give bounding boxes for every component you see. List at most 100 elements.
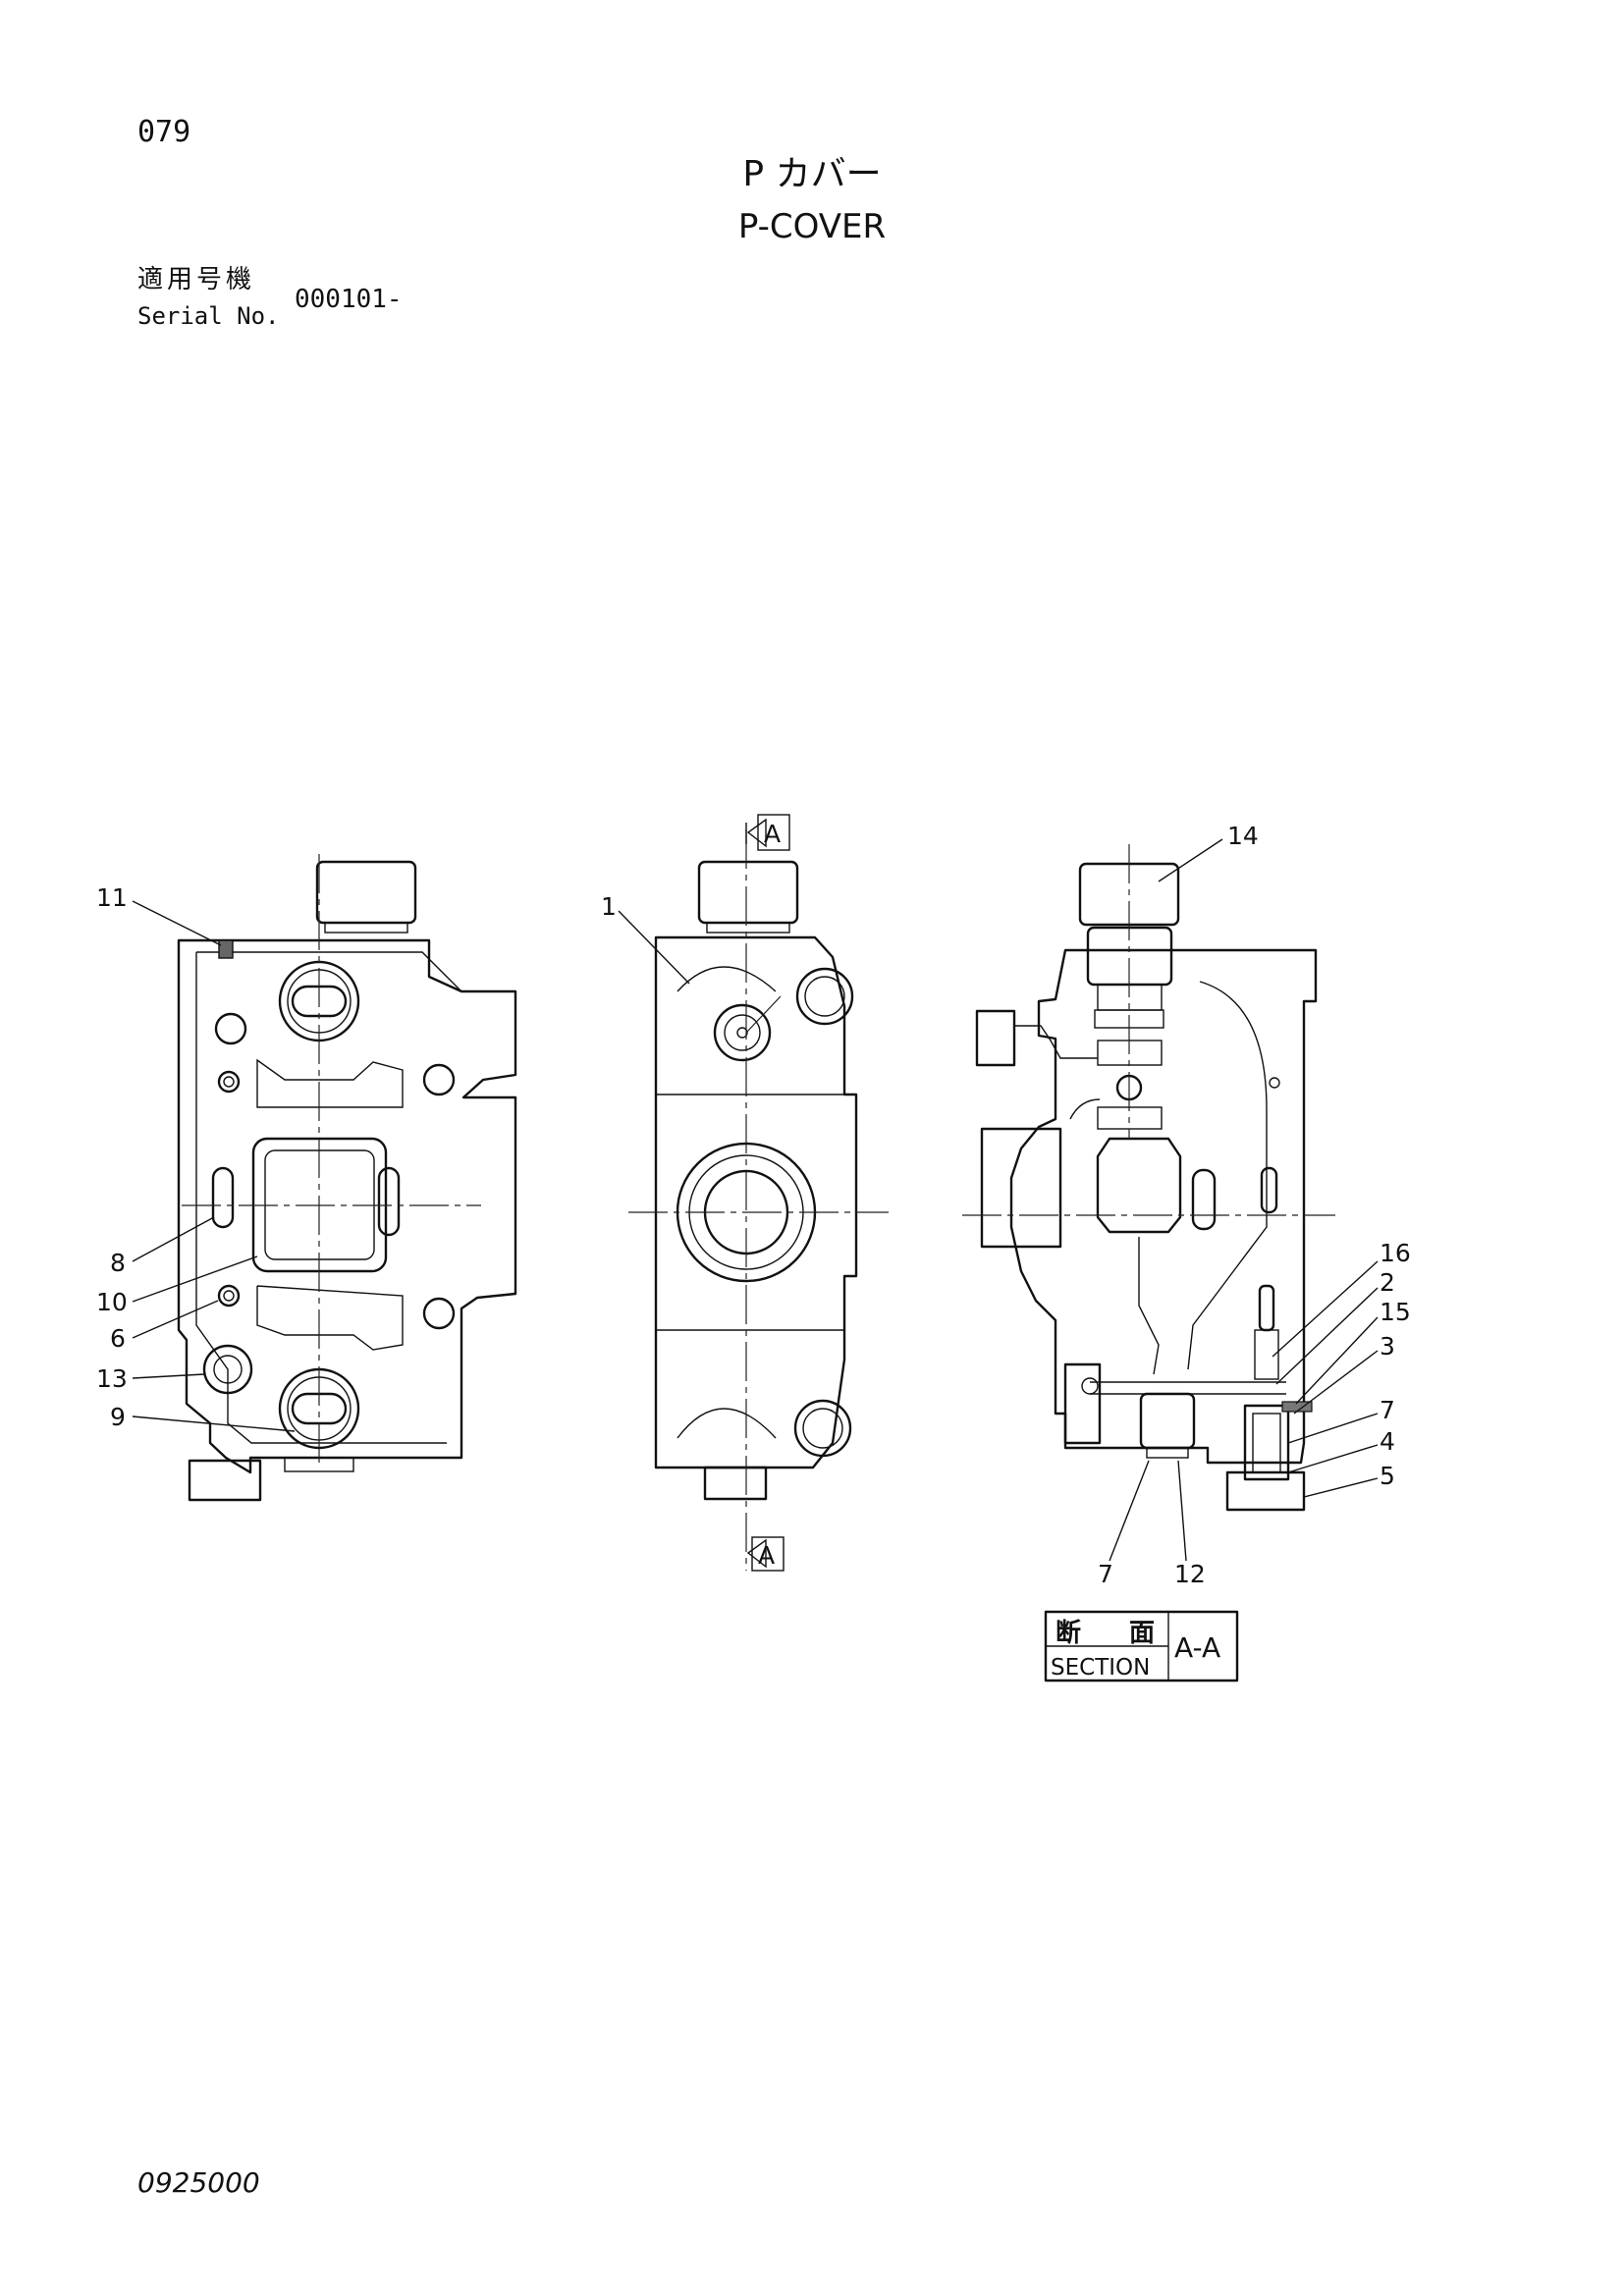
section-title-jp-1: 断 xyxy=(1056,1618,1081,1648)
left-hole-13 xyxy=(202,1344,253,1395)
section-mark-bottom-box xyxy=(751,1536,785,1572)
callout-1: 1 xyxy=(601,892,617,921)
leader-12 xyxy=(1177,1460,1187,1562)
left-hole-small-top xyxy=(217,1070,241,1094)
leader-7-bottom xyxy=(1109,1460,1150,1562)
callout-9: 9 xyxy=(110,1403,126,1431)
section-main-spool xyxy=(1096,1137,1182,1234)
section-title-box: 断 面 SECTION A-A xyxy=(1044,1610,1239,1682)
callout-4: 4 xyxy=(1380,1427,1395,1456)
section-upper-passage xyxy=(1014,1025,1098,1059)
section-right-slot xyxy=(1191,1168,1217,1231)
front-bottom-boss-outer xyxy=(793,1399,852,1458)
callout-5: 5 xyxy=(1380,1462,1395,1490)
callout-7-right: 7 xyxy=(1380,1396,1395,1424)
leader-9 xyxy=(132,1415,296,1432)
callout-12: 12 xyxy=(1174,1560,1206,1588)
front-diag-centerline xyxy=(745,995,782,1034)
section-right-passage xyxy=(1187,981,1268,1370)
leader-3 xyxy=(1293,1350,1379,1415)
left-callouts: 11 8 10 6 13 9 xyxy=(96,883,296,1432)
leader-10 xyxy=(132,1255,258,1303)
left-hole-top-left xyxy=(214,1012,247,1045)
callout-8: 8 xyxy=(110,1249,126,1277)
leader-1 xyxy=(618,910,690,985)
left-cap xyxy=(315,860,417,925)
front-view: A A xyxy=(628,814,889,1572)
section-bottom-oring xyxy=(1146,1447,1189,1459)
section-title-id: A-A xyxy=(1174,1631,1220,1664)
section-mark-top-box xyxy=(757,814,790,851)
callout-13: 13 xyxy=(96,1364,128,1393)
left-hole-small-bottom xyxy=(217,1284,241,1308)
front-top-port-outer xyxy=(713,1003,772,1062)
title-english: P-COVER xyxy=(737,207,887,246)
section-bottom-plug xyxy=(1139,1392,1196,1450)
leader-11 xyxy=(132,900,222,946)
title-japanese: P カバー xyxy=(742,154,882,194)
front-top-boss-inner xyxy=(804,976,845,1017)
left-hole-small-bottom-inner xyxy=(223,1290,235,1302)
page-number: 079 xyxy=(137,115,191,149)
front-cap xyxy=(697,860,799,925)
section-callouts: 14 16 2 15 3 7 4 5 7 12 xyxy=(1098,822,1411,1588)
left-recess-upper xyxy=(256,1058,404,1108)
left-hole-small-top-inner xyxy=(223,1076,235,1088)
front-callouts: 1 xyxy=(601,892,690,985)
leader-4 xyxy=(1287,1444,1379,1473)
callout-15: 15 xyxy=(1380,1298,1411,1326)
leader-6 xyxy=(132,1300,219,1339)
section-small-hole xyxy=(1269,1077,1280,1089)
serial-label-japanese: 適用号機 xyxy=(137,265,256,294)
section-left-stub-hole xyxy=(1081,1377,1099,1395)
section-left-port xyxy=(980,1127,1062,1249)
left-hole-bottom-right xyxy=(422,1297,456,1330)
section-view xyxy=(962,844,1335,1512)
section-left-stub xyxy=(1063,1362,1102,1445)
section-side-pocket xyxy=(975,1009,1016,1067)
front-body-outline xyxy=(654,935,858,1469)
serial-value: 000101- xyxy=(295,285,403,314)
front-top-port-mid xyxy=(724,1014,761,1051)
left-slot-right xyxy=(377,1166,401,1237)
left-inner-outline xyxy=(195,951,462,1444)
section-lower-passage xyxy=(1138,1237,1160,1375)
document-code: 0925000 xyxy=(137,2166,260,2199)
left-hole-top-right xyxy=(422,1063,456,1096)
callout-7-bottom: 7 xyxy=(1098,1560,1113,1588)
section-relief-cartridge xyxy=(1243,1404,1290,1481)
left-cap-nut xyxy=(324,922,408,934)
section-mark-top-arrow xyxy=(746,818,767,848)
left-body-outline xyxy=(177,938,517,1474)
section-relief-plug xyxy=(1225,1470,1306,1512)
front-bottom-boss-inner xyxy=(802,1408,843,1449)
section-far-slot xyxy=(1260,1166,1278,1214)
left-bottom-plug xyxy=(188,1459,262,1502)
left-recess-lower xyxy=(256,1285,404,1351)
callout-6: 6 xyxy=(110,1324,126,1353)
callout-16: 16 xyxy=(1380,1239,1411,1267)
leader-5 xyxy=(1303,1477,1379,1498)
section-mark-bottom-letter: A xyxy=(758,1541,775,1570)
left-slot-8 xyxy=(211,1166,235,1229)
leader-13 xyxy=(132,1373,205,1379)
leader-8 xyxy=(132,1216,215,1262)
section-left-passage xyxy=(1069,1098,1101,1120)
leader-15 xyxy=(1295,1316,1379,1405)
section-relief-pin xyxy=(1258,1284,1275,1332)
front-top-port-core xyxy=(736,1027,748,1039)
callout-10: 10 xyxy=(96,1288,128,1316)
front-bottom-arc xyxy=(677,1408,777,1439)
callout-14: 14 xyxy=(1227,822,1259,850)
front-cap-nut xyxy=(706,922,790,934)
leader-16 xyxy=(1272,1260,1379,1358)
serial-label-english: Serial No. xyxy=(137,302,280,330)
section-relief-body xyxy=(1254,1329,1279,1380)
section-mark-top-letter: A xyxy=(764,820,781,848)
section-title-jp-2: 面 xyxy=(1129,1619,1155,1648)
front-bottom-plug xyxy=(703,1466,768,1501)
section-mark-bottom-arrow xyxy=(746,1538,767,1569)
section-title-en: SECTION xyxy=(1051,1655,1150,1681)
left-hole-13-inner xyxy=(213,1355,243,1384)
